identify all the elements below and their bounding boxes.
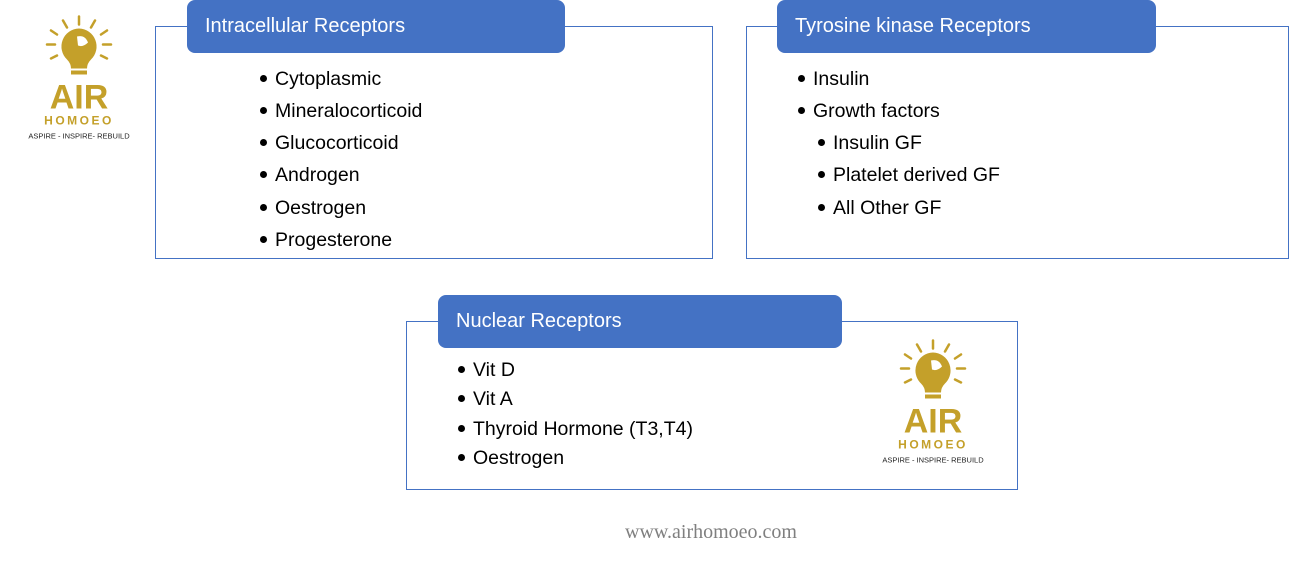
list-item: Growth factors bbox=[798, 100, 940, 122]
list-item: Glucocorticoid bbox=[260, 132, 399, 154]
list-item: Cytoplasmic bbox=[259, 68, 382, 90]
list-item: Oestrogen bbox=[457, 447, 565, 469]
list-item: Androgen bbox=[260, 164, 360, 186]
list-item: Mineralocorticoid bbox=[259, 100, 423, 122]
list-item: Vit A bbox=[458, 388, 513, 410]
air-homoeo-logo bbox=[881, 339, 986, 466]
air-homoeo-logo bbox=[27, 15, 132, 142]
sub-list-item: Insulin GF bbox=[818, 132, 922, 154]
nuclear-receptors-header: Nuclear Receptors bbox=[438, 295, 842, 348]
list-item: Insulin bbox=[797, 68, 870, 90]
intracellular-receptors-header: Intracellular Receptors bbox=[187, 0, 565, 53]
sub-list-item: All Other GF bbox=[817, 197, 942, 219]
tyrosine-kinase-receptors-header: Tyrosine kinase Receptors bbox=[777, 0, 1156, 53]
list-item: Progesterone bbox=[259, 229, 393, 251]
list-item: Thyroid Hormone (T3,T4) bbox=[458, 418, 693, 440]
list-item: Oestrogen bbox=[259, 197, 367, 219]
intracellular-receptors-panel bbox=[155, 26, 713, 259]
website-footer: www.airhomoeo.com bbox=[625, 521, 797, 543]
list-item: Vit D bbox=[458, 359, 515, 381]
sub-list-item: Platelet derived GF bbox=[818, 164, 1000, 186]
tyrosine-kinase-receptors-panel bbox=[746, 26, 1289, 259]
